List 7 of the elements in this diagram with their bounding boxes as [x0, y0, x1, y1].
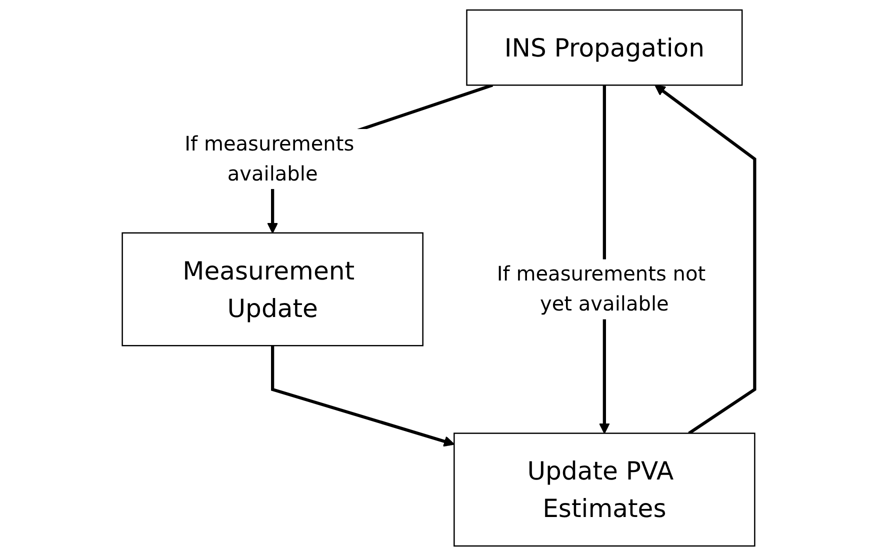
node-box: INS Propagation [466, 9, 743, 86]
arrow [654, 84, 756, 435]
edge-label: If measurements available [184, 131, 354, 186]
arrow [271, 346, 455, 447]
node-box: Measurement Update [122, 232, 424, 346]
node-box: Update PVA Estimates [454, 432, 756, 547]
edge-label: If measurements not yet available [496, 262, 706, 316]
